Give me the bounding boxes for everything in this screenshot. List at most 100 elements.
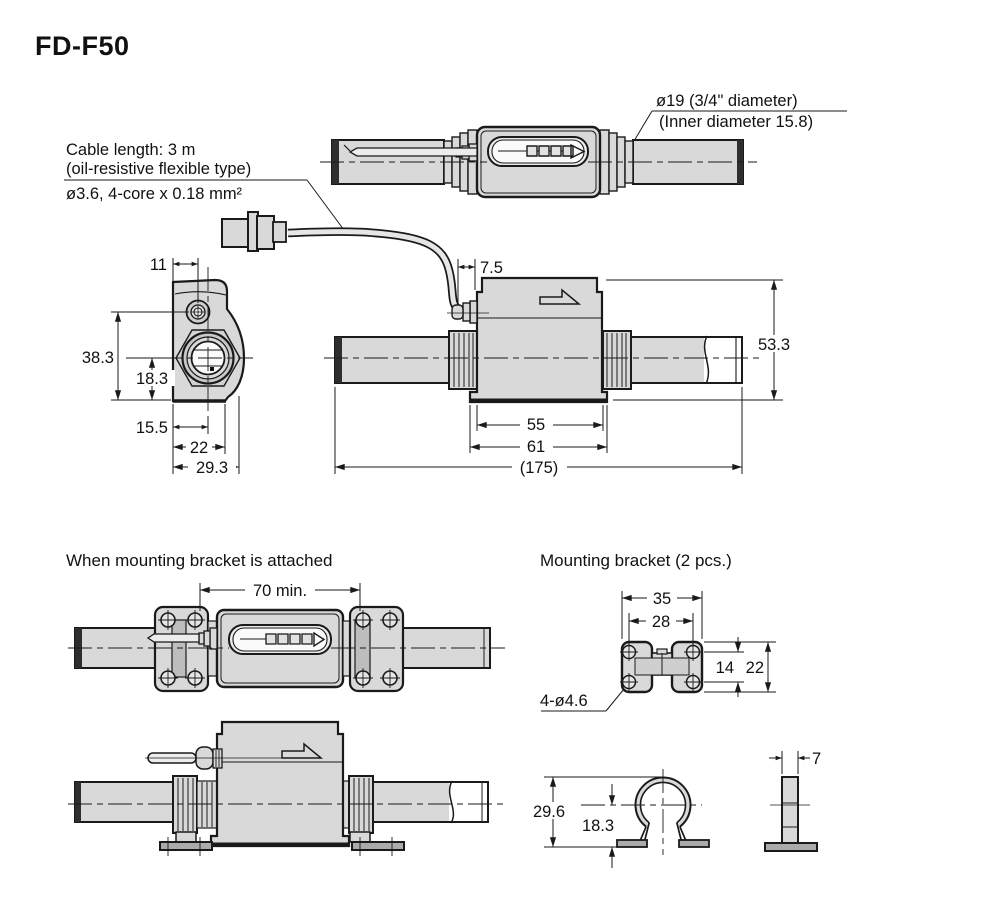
ext-lines [606, 279, 783, 401]
dim-front-18-3: 18.3 [126, 357, 175, 401]
pipe-break-blank [449, 783, 487, 821]
pipe-left [334, 336, 454, 384]
nut-left-ridges [453, 333, 474, 387]
dim-text: 35 [653, 590, 671, 608]
nut-right-ridges [353, 778, 370, 831]
dim-text-bg [512, 459, 567, 475]
connector-body [221, 218, 250, 248]
flow-arrow-icon [539, 288, 582, 305]
gland-cross [191, 305, 205, 319]
top-view [320, 125, 757, 199]
ext-lines [172, 404, 209, 474]
dim-text-bg [647, 590, 677, 605]
clip-base [764, 842, 818, 852]
flow-arrow-icon [281, 742, 324, 759]
bracket-foot-left [159, 831, 213, 856]
side-view: 7.5 53.3 55 61 (175) [324, 259, 797, 477]
pipe-break-curve [703, 335, 710, 385]
dim-side-53-3: 53.3 [606, 279, 797, 401]
nut-left-ridges [177, 778, 194, 831]
ext-lines [544, 776, 661, 848]
dim-text-bg [520, 416, 553, 432]
cable-assembly [221, 211, 472, 318]
attached-heading: When mounting bracket is attached [66, 551, 332, 570]
note-leader [633, 110, 653, 142]
dim-clip-18-3: 18.3 [576, 784, 620, 868]
dim-text: 55 [527, 416, 545, 434]
dim-text: 22 [190, 439, 208, 457]
ext-lines [457, 259, 476, 303]
dim-text-bg [186, 440, 212, 455]
cable-stub-tip [343, 144, 351, 152]
pipe-left [74, 781, 174, 823]
dim-text: (175) [520, 459, 559, 477]
dim-front-22: 22 [172, 404, 226, 457]
dim-text-bg [751, 335, 797, 352]
dim-text-bg [245, 582, 315, 598]
attached-side-view [68, 720, 505, 856]
dim-70min: 70 min. [199, 582, 361, 611]
dim-front-38-3: 38.3 [82, 311, 189, 401]
dim-text: 15.5 [136, 419, 168, 437]
nut-right-ridges [606, 333, 627, 387]
dim-text: 22 [746, 659, 764, 677]
dim-side-55: 55 [476, 405, 604, 434]
cable-core [287, 229, 472, 316]
gland-ring-lines [215, 750, 220, 767]
dim-text: 61 [527, 438, 545, 456]
gland-rings [212, 748, 223, 769]
rings-left-lines [201, 782, 218, 827]
dim-text: 38.3 [82, 349, 114, 367]
pipe-diameter-note: ø19 (3/4" diameter) (Inner diameter 15.8… [633, 92, 847, 142]
dim-text: 11 [150, 256, 167, 274]
pipe-left [331, 139, 445, 185]
connector-boot [272, 221, 287, 243]
dim-text: 28 [652, 613, 670, 631]
bore-marker [210, 367, 214, 371]
dim-bracket-35: 35 [621, 590, 703, 639]
clip-stem [781, 776, 799, 844]
cable-stub [146, 633, 200, 643]
bracket-screws [158, 610, 400, 688]
pipe-break-edges [449, 781, 489, 823]
cable-note-line1: Cable length: 3 m [66, 141, 195, 159]
dim-text-bg [128, 370, 175, 386]
front-cap-seam [174, 291, 227, 296]
cable-note-line3: ø3.6, 4-core x 0.18 mm² [66, 185, 243, 203]
bracket-top-view: 35 28 14 22 4-ø4.6 [540, 590, 776, 712]
clip-foot-right [678, 839, 710, 848]
ext-lines [334, 387, 743, 474]
connector-collar [256, 215, 275, 250]
dim-front-15-5: 15.5 [136, 404, 209, 474]
indicator-segments [265, 633, 313, 645]
dim-text: 70 min. [253, 582, 307, 600]
clamp-band-right [354, 619, 371, 678]
bracket-foot-right [349, 831, 405, 856]
bracket-front-view: 29.6 18.3 [528, 769, 710, 868]
page-title: FD-F50 [35, 31, 130, 61]
flow-arrow-icon [313, 631, 326, 648]
pipe-diameter-line2: (Inner diameter 15.8) [659, 113, 813, 131]
cable-gland-side [451, 300, 478, 324]
dim-front-29-3: 29.3 [172, 396, 240, 477]
cable-note: Cable length: 3 m (oil-resistive flexibl… [64, 141, 345, 231]
dim-text-bg [646, 613, 676, 628]
cable-stub [348, 147, 478, 157]
bracket-heading: Mounting bracket (2 pcs.) [540, 551, 732, 570]
sensor-body-inner-line [220, 613, 340, 684]
note-leader [605, 688, 625, 712]
holes-note: 4-ø4.6 [540, 688, 625, 712]
dim-text: 7.5 [480, 259, 503, 277]
dim-bracket-28: 28 [628, 613, 694, 645]
ext-lines [781, 751, 799, 774]
note-leader [306, 179, 345, 231]
pipe-break-edges [704, 336, 743, 384]
indicator-segments [526, 145, 574, 157]
flow-arrow-icon [570, 143, 586, 160]
dim-text: 29.6 [533, 803, 565, 821]
dim-side-7-5: 7.5 [457, 259, 503, 303]
dim-side-61: 61 [469, 405, 608, 456]
clamp-band-left [171, 619, 187, 678]
dim-text: 18.3 [136, 370, 168, 388]
